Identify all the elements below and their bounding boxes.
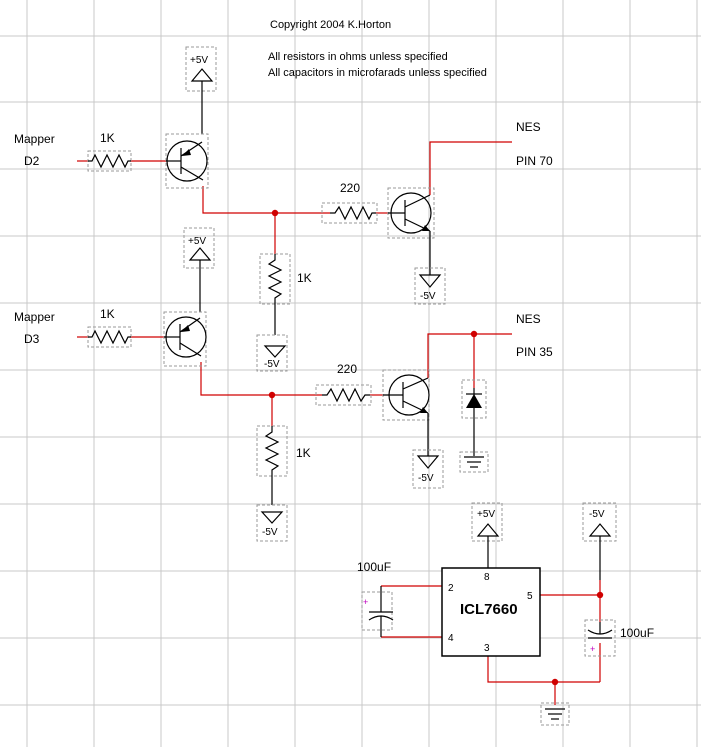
input-d3-name: Mapper <box>14 310 55 324</box>
resistor-1k-d2 <box>87 150 132 172</box>
ic-pin-8: 8 <box>484 572 490 583</box>
pnp-transistor-2 <box>163 311 207 367</box>
junction-dot-3 <box>470 330 478 338</box>
ic-pin-4: 4 <box>448 633 454 644</box>
resistor-220-bottom <box>315 384 372 406</box>
minus5v-supply-2 <box>256 504 288 542</box>
input-d2-name: Mapper <box>14 132 55 146</box>
npn-transistor-3 <box>387 187 435 275</box>
plus5v-label-ic: +5V <box>477 509 495 520</box>
resistor-1k-pulldown-2 <box>256 425 288 505</box>
resistor-1k-pulldown-1-label: 1K <box>297 271 312 285</box>
output-pin70-name: NES <box>516 120 541 134</box>
diode <box>461 379 487 456</box>
capacitor-2-label: 100uF <box>620 626 654 640</box>
resistor-220-bottom-label: 220 <box>337 362 357 376</box>
capacitor-units-note: All capacitors in microfarads unless spe… <box>268 67 487 79</box>
junction-dot-4 <box>596 591 604 599</box>
plus5v-supply-ic <box>471 502 503 568</box>
resistor-1k-d3-label: 1K <box>100 307 115 321</box>
capacitor-1-polarity: + <box>363 597 368 607</box>
plus5v-supply-2 <box>183 227 215 312</box>
minus5v-label-4: -5V <box>418 473 434 484</box>
minus5v-label-1: -5V <box>264 359 280 370</box>
minus5v-label-2: -5V <box>262 527 278 538</box>
resistor-1k-pulldown-1 <box>259 253 291 335</box>
minus5v-label-ic: -5V <box>589 509 605 520</box>
plus5v-label-1: +5V <box>190 55 208 66</box>
capacitor-1-label: 100uF <box>357 560 391 574</box>
icl7660-label: ICL7660 <box>460 601 518 618</box>
capacitor-2-polarity: + <box>590 644 595 654</box>
ground-symbol-2 <box>540 702 570 726</box>
pnp-transistor-1 <box>165 133 209 189</box>
input-d2-pin: D2 <box>24 154 40 168</box>
plus5v-supply-1 <box>185 46 217 134</box>
output-pin70-pin: PIN 70 <box>516 154 553 168</box>
capacitor-100uf-2 <box>584 619 616 657</box>
minus5v-supply-4 <box>412 449 444 489</box>
minus5v-supply-3 <box>414 267 446 305</box>
junction-dot-2 <box>268 391 276 399</box>
ic-pin-5: 5 <box>527 591 533 602</box>
resistor-1k-d2-label: 1K <box>100 131 115 145</box>
resistor-220-top-label: 220 <box>340 181 360 195</box>
input-d3-pin: D3 <box>24 332 40 346</box>
ic-pin-2: 2 <box>448 583 454 594</box>
minus5v-supply-1 <box>256 334 288 372</box>
resistor-220-top <box>321 202 378 224</box>
minus5v-supply-ic <box>582 502 617 580</box>
resistor-1k-d3 <box>87 326 132 348</box>
junction-dot-1 <box>271 209 279 217</box>
ic-pin-3: 3 <box>484 643 490 654</box>
resistor-1k-pulldown-2-label: 1K <box>296 446 311 460</box>
output-pin35-name: NES <box>516 312 541 326</box>
minus5v-label-3: -5V <box>420 291 436 302</box>
wires <box>77 141 601 705</box>
output-pin35-pin: PIN 35 <box>516 345 553 359</box>
resistor-units-note: All resistors in ohms unless specified <box>268 51 448 63</box>
npn-transistor-4 <box>382 369 430 456</box>
icl7660-chip <box>441 567 541 657</box>
ground-symbol-1 <box>459 451 489 473</box>
capacitor-100uf-1 <box>361 586 394 637</box>
plus5v-label-2: +5V <box>188 236 206 247</box>
junction-dot-5 <box>551 678 559 686</box>
copyright-note: Copyright 2004 K.Horton <box>270 19 391 31</box>
